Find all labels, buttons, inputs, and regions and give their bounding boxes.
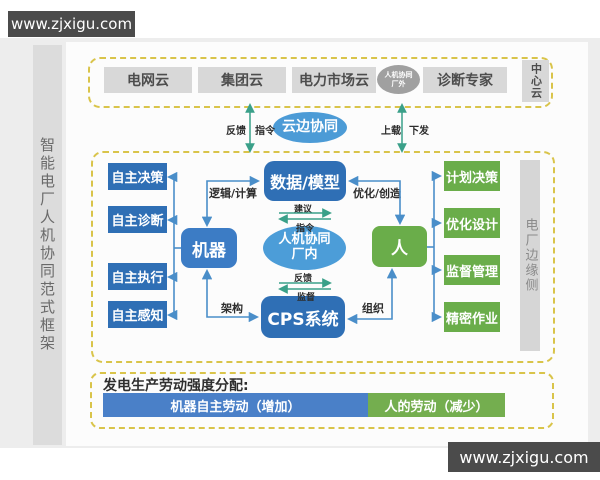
supervise-label: 监督 xyxy=(297,293,316,303)
hmc-inside-line2: 厂内 xyxy=(291,247,318,262)
plant-edge-side-bar: 电厂边缘侧 xyxy=(520,160,540,351)
hmc-outside-line2: 厂外 xyxy=(391,79,406,88)
instruct-label: 指令 xyxy=(296,224,315,234)
center-cloud-box: 中心云 xyxy=(522,60,549,102)
inner-feedback-label: 反馈 xyxy=(294,274,313,284)
market-cloud-box: 电力市场云 xyxy=(292,67,376,93)
command-label: 指令 xyxy=(255,126,275,137)
hmc-inside-line1: 人机协同 xyxy=(278,232,331,248)
upload-label: 上载 xyxy=(381,126,401,137)
precision-work-box: 精密作业 xyxy=(444,302,500,332)
center-cloud-label: 中心云 xyxy=(529,63,543,99)
plant-edge-side-label: 电厂边缘侧 xyxy=(522,218,538,293)
grid-cloud-box: 电网云 xyxy=(104,67,192,93)
cps-system-box: CPS系统 xyxy=(261,296,345,338)
hmc-inside-ellipse: 人机协同 厂内 xyxy=(263,226,346,270)
data-model-box: 数据/模型 xyxy=(264,161,346,201)
human-box: 人 xyxy=(372,226,427,267)
auto-perception-box: 自主感知 xyxy=(108,301,167,328)
plan-decision-box: 计划决策 xyxy=(444,161,500,191)
frame-title-bar: 智能电厂人机协同范式框架 xyxy=(33,45,62,445)
logic-compute-label: 逻辑/计算 xyxy=(209,187,258,200)
watermark-top-left: www.zjxigu.com xyxy=(8,11,135,37)
frame-title: 智能电厂人机协同范式框架 xyxy=(38,137,56,353)
suggest-label: 建议 xyxy=(294,205,313,215)
organize-label: 组织 xyxy=(362,302,384,315)
auto-execution-box: 自主执行 xyxy=(108,263,167,290)
optimize-create-label: 优化/创造 xyxy=(353,187,402,200)
cloud-edge-ellipse: 云边协同 xyxy=(273,112,347,143)
dispatch-label: 下发 xyxy=(409,126,429,137)
optimize-design-box: 优化设计 xyxy=(444,208,500,238)
architecture-label: 架构 xyxy=(221,302,243,315)
hmc-outside-line1: 人机协同 xyxy=(384,71,413,80)
machine-box: 机器 xyxy=(181,228,237,268)
group-cloud-box: 集团云 xyxy=(198,67,286,93)
machine-labor-bar: 机器自主劳动（增加） xyxy=(103,393,368,417)
human-labor-bar: 人的劳动（减少） xyxy=(368,393,505,417)
expert-box: 诊断专家 xyxy=(423,67,507,93)
hmc-outside-ellipse: 人机协同 厂外 xyxy=(377,65,420,94)
cloud-layer-box xyxy=(88,57,553,108)
labor-distribution-title: 发电生产劳动强度分配: xyxy=(103,378,249,394)
labor-distribution-box xyxy=(90,372,554,429)
auto-decision-box: 自主决策 xyxy=(108,163,167,190)
plant-edge-box xyxy=(91,151,555,363)
watermark-bottom-right: www.zjxigu.com xyxy=(448,442,600,472)
feedback-label: 反馈 xyxy=(226,126,246,137)
supervise-manage-box: 监督管理 xyxy=(444,255,500,285)
auto-diagnosis-box: 自主诊断 xyxy=(108,206,167,233)
